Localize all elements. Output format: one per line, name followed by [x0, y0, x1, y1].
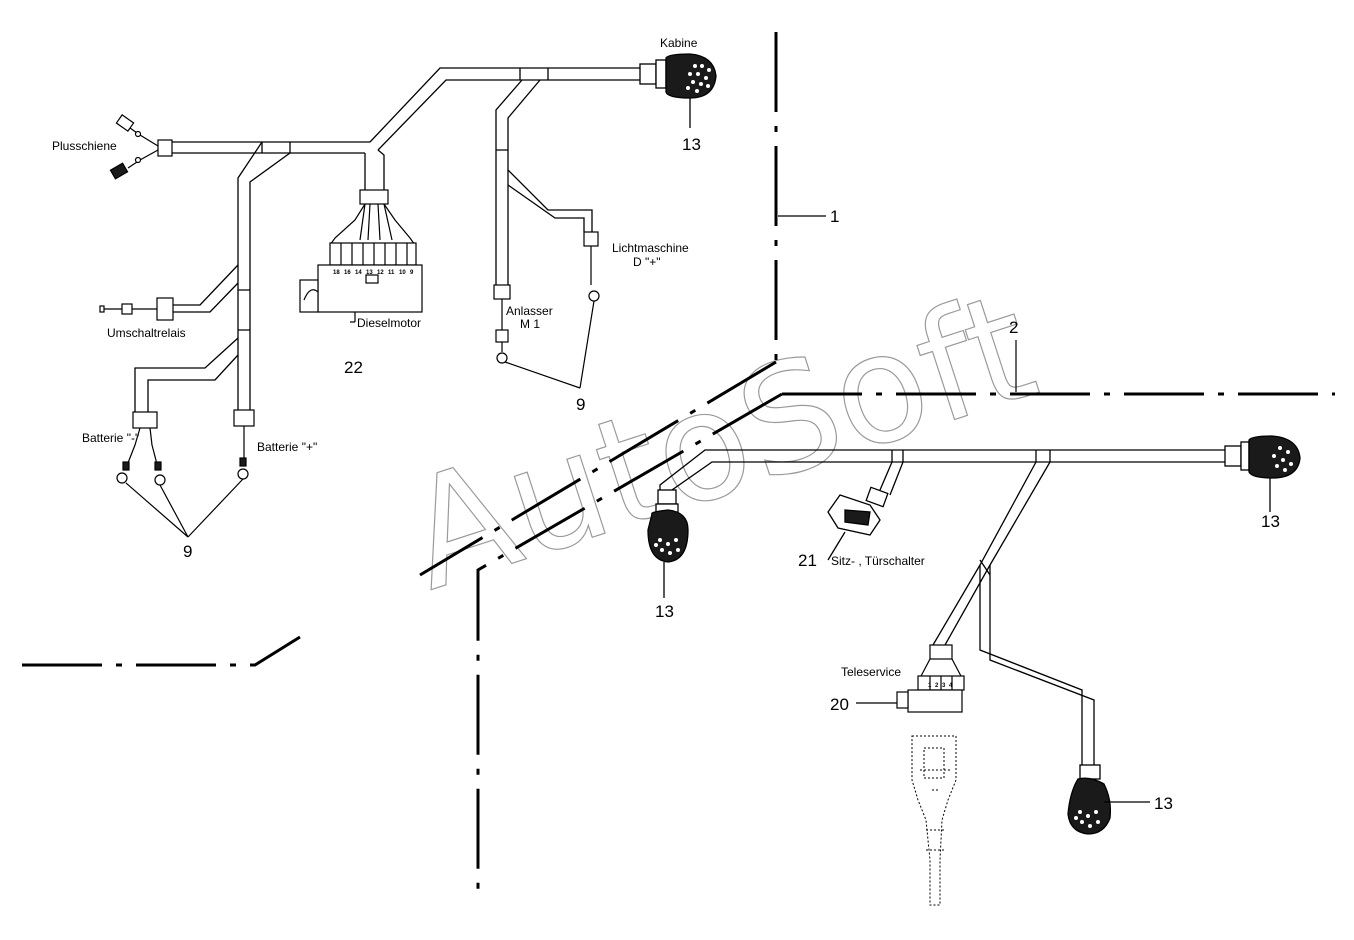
upper-harness — [134, 67, 640, 412]
ref-13-bottom: 13 — [1154, 794, 1173, 813]
anlasser-lichtmaschine-connectors — [493, 231, 600, 389]
batterie-connectors — [116, 409, 255, 538]
section-divider-lines — [22, 32, 1335, 895]
sitz-tuerschalter-connector — [827, 486, 889, 561]
ref-21: 21 — [798, 551, 817, 570]
label-batterie-plus: Batterie "+" — [257, 440, 317, 454]
ref-22: 22 — [344, 358, 363, 377]
ref-13-left: 13 — [655, 602, 674, 621]
ref-13-kabine: 13 — [682, 135, 701, 154]
dieselmotor-pins: 18 16 14 13 12 11 10 9 — [333, 270, 414, 276]
label-lichtmaschine: Lichtmaschine — [612, 241, 689, 255]
dieselmotor-pin-7: 9 — [410, 270, 414, 276]
label-kabine: Kabine — [660, 36, 698, 50]
ref-20: 20 — [830, 695, 849, 714]
divider-diagonal-lower — [476, 392, 783, 895]
dieselmotor-pin-0: 18 — [333, 270, 340, 276]
dieselmotor-pin-4: 12 — [377, 270, 384, 276]
dieselmotor-pin-2: 14 — [355, 270, 362, 276]
dieselmotor-connector — [299, 189, 423, 322]
label-batterie-minus: Batterie "-" — [82, 431, 139, 445]
dieselmotor-pin-1: 16 — [344, 270, 351, 276]
label-plusschiene: Plusschiene — [52, 139, 117, 153]
label-dieselmotor: Dieselmotor — [357, 316, 421, 330]
label-lichtmaschine-d: D "+" — [633, 255, 661, 269]
label-teleservice: Teleservice — [841, 665, 901, 679]
teleservice-connector — [856, 644, 965, 713]
ref-9-anlasser: 9 — [576, 395, 585, 414]
leader-lines — [350, 215, 1017, 392]
ref-13-right: 13 — [1261, 512, 1280, 531]
kabine-connector — [639, 53, 717, 128]
dieselmotor-pin-3: 13 — [366, 270, 373, 276]
dieselmotor-pin-6: 10 — [399, 270, 406, 276]
label-anlasser: Anlasser — [506, 304, 553, 318]
teleservice-pin-1: 2 — [935, 683, 939, 689]
ref-1: 1 — [830, 207, 839, 226]
teleservice-pin-2: 3 — [942, 683, 946, 689]
right-13-connector — [1224, 435, 1301, 512]
teleservice-pin-3: 4 — [949, 683, 953, 689]
plusschiene-connector — [109, 114, 173, 180]
umschaltrelais-connector — [99, 297, 174, 321]
divider-diagonal — [419, 360, 777, 577]
label-sitz-tuerschalter: Sitz- , Türschalter — [831, 554, 925, 568]
bottom-13-connector — [1067, 764, 1150, 835]
label-umschaltrelais: Umschaltrelais — [107, 326, 186, 340]
divider-bottom-left — [22, 635, 301, 667]
watermark-text: AutoSoft — [387, 260, 1053, 625]
watermark: AutoSoft — [387, 259, 1055, 625]
dieselmotor-pin-5: 11 — [388, 270, 395, 276]
label-anlasser-m: M 1 — [520, 317, 540, 331]
left-13-connector — [647, 489, 689, 598]
teleservice-pin-0: 1 — [928, 683, 932, 689]
ref-2: 2 — [1009, 318, 1018, 337]
teleservice-module-dotted — [911, 735, 957, 906]
ref-9-batterie: 9 — [183, 542, 192, 561]
